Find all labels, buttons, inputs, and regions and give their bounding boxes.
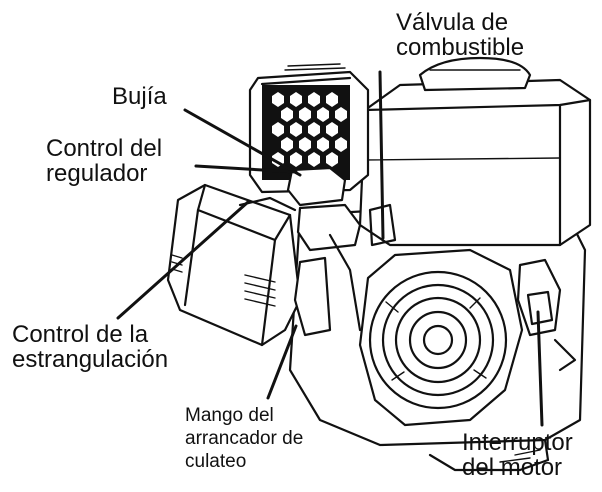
label-fuel-valve-line1: Válvula de [396, 9, 509, 36]
label-engine-switch: Interruptor del motor [462, 429, 573, 482]
leader-recoil-handle [266, 324, 298, 400]
label-spark-plug-line1: Bujía [112, 83, 167, 110]
label-choke-line2: estrangulación [12, 346, 169, 374]
label-choke-line1: Control de la [12, 321, 149, 348]
label-throttle-control: Control del regulador [46, 135, 163, 188]
carburetor-linkage [238, 166, 397, 337]
label-recoil-line3: culateo [185, 450, 247, 472]
leader-throttle [194, 164, 298, 174]
label-throttle-line1: Control del [46, 135, 163, 162]
fuel-tank [358, 56, 592, 247]
label-spark-plug: Bujía [112, 84, 167, 109]
label-fuel-valve-line2: combustible [396, 34, 525, 62]
leader-choke [116, 200, 250, 320]
engine-switch-assembly [516, 258, 577, 372]
label-engine-switch-line1: Interruptor [462, 429, 573, 456]
leader-fuel-valve [378, 70, 385, 240]
label-choke-control: Control de la estrangulación [12, 321, 169, 374]
label-recoil-starter-handle: Mango del arrancador de culateo [185, 405, 303, 473]
label-throttle-line2: regulador [46, 160, 148, 188]
air-cleaner [166, 183, 302, 347]
leader-spark-plug [183, 108, 302, 177]
label-fuel-valve: Válvula de combustible [396, 9, 525, 62]
recoil-starter [358, 248, 524, 427]
label-recoil-line1: Mango del [185, 405, 274, 426]
label-engine-switch-line2: del motor [462, 454, 563, 482]
label-recoil-line2: arrancador de [185, 427, 304, 449]
leader-engine-switch [536, 310, 544, 427]
